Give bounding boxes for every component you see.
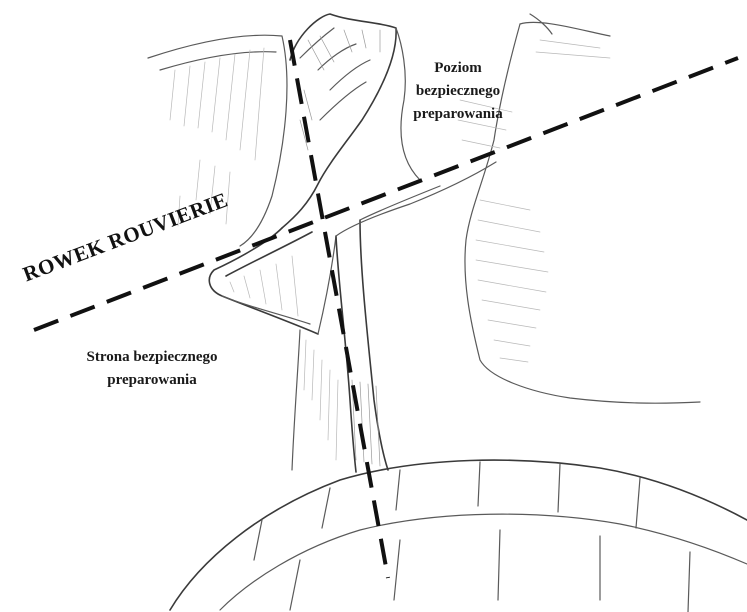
safe-level-line-1: Poziom <box>434 60 481 76</box>
left-tissue <box>292 330 338 470</box>
rouviere-sulcus-line <box>34 58 738 330</box>
safe-level-label: Poziom bezpiecznego preparowania <box>396 57 520 126</box>
safe-level-line-2: bezpiecznego <box>416 83 500 99</box>
safe-axis-line <box>290 40 388 578</box>
duodenum <box>170 460 747 612</box>
safe-side-label: Strona bezpiecznego preparowania <box>28 346 276 392</box>
safe-side-line-1: Strona bezpiecznego <box>87 349 218 365</box>
cystic-duct <box>209 228 336 334</box>
safe-level-line-3: preparowania <box>413 106 502 122</box>
safe-side-line-2: preparowania <box>107 372 196 388</box>
